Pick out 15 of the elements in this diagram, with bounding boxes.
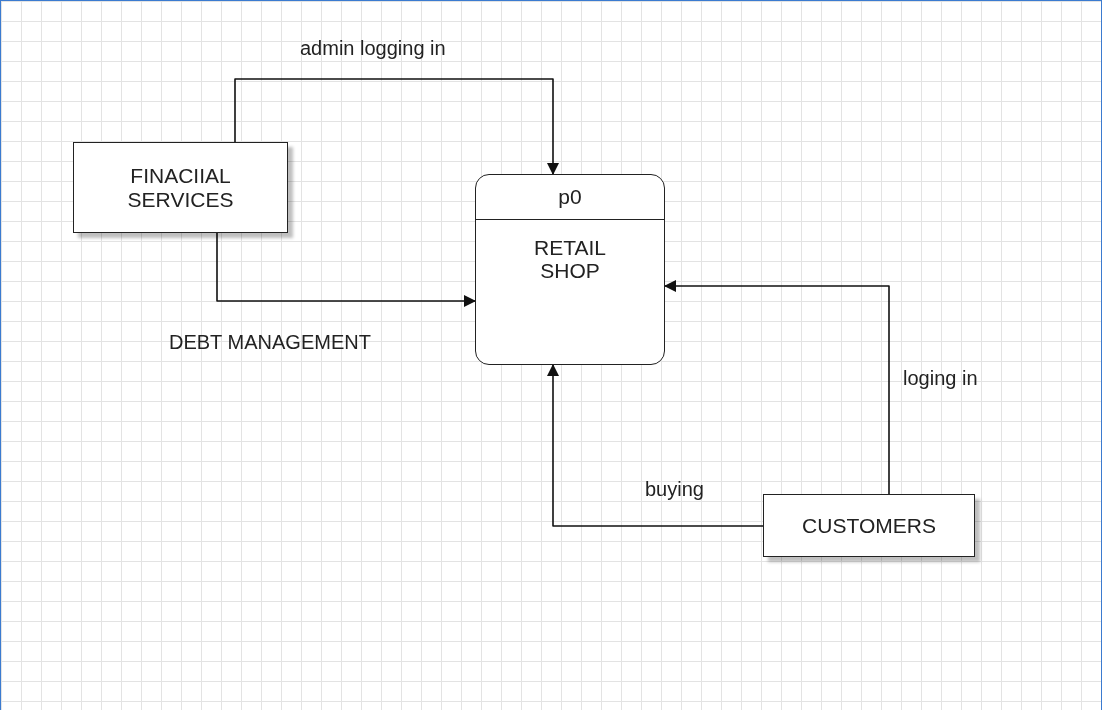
- arrow: [664, 280, 890, 495]
- external-entity-box: [763, 494, 975, 557]
- entity-name: CUSTOMERS: [802, 513, 936, 538]
- external-entity-box: [73, 142, 288, 233]
- edge-label: loging in: [903, 367, 978, 390]
- process-id: p0: [558, 185, 582, 209]
- process-box: [475, 174, 665, 365]
- entity-name: FINACIIAL SERVICES: [126, 164, 235, 211]
- process-name: RETAIL SHOP: [533, 236, 607, 283]
- edge-label: admin logging in: [300, 37, 446, 60]
- arrow: [234, 78, 559, 175]
- edge-label: buying: [645, 478, 704, 501]
- arrow: [216, 232, 476, 307]
- edge-label: DEBT MANAGEMENT: [169, 331, 371, 354]
- arrow: [547, 364, 764, 527]
